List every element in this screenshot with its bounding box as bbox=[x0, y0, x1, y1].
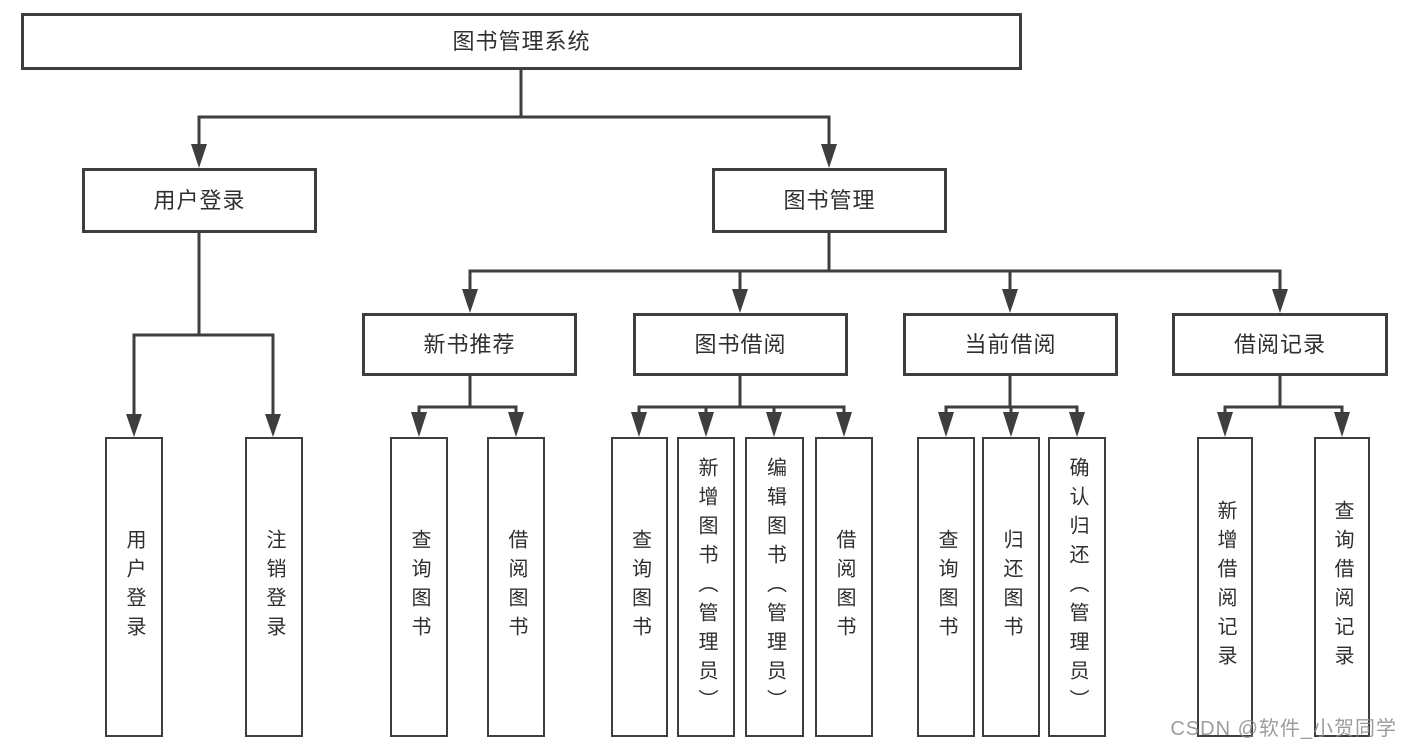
leaf-query-books-newrec-label: 查询图书 bbox=[408, 529, 430, 645]
arrow-nb-leaf1 bbox=[411, 412, 427, 437]
leaf-return-book: 归还图书 bbox=[982, 437, 1040, 737]
node-book-management-label: 图书管理 bbox=[783, 187, 876, 213]
arrow-bb-leaf1 bbox=[631, 412, 647, 437]
node-book-management: 图书管理 bbox=[712, 168, 947, 233]
arrow-br-leaf1 bbox=[1217, 412, 1233, 437]
leaf-logout-label: 注销登录 bbox=[263, 529, 285, 645]
node-new-book-recommend: 新书推荐 bbox=[362, 313, 577, 376]
leaf-query-borrow-record-label: 查询借阅记录 bbox=[1331, 500, 1353, 674]
arrow-leaf-logout bbox=[265, 414, 281, 437]
leaf-query-books-current-label: 查询图书 bbox=[935, 529, 957, 645]
arrow-user-login bbox=[191, 144, 207, 168]
node-user-login-label: 用户登录 bbox=[153, 187, 246, 213]
node-user-login: 用户登录 bbox=[82, 168, 317, 233]
leaf-borrow-books-newrec: 借阅图书 bbox=[487, 437, 545, 737]
leaf-borrow-books-borrow-label: 借阅图书 bbox=[833, 529, 855, 645]
arrow-bb-leaf4 bbox=[836, 412, 852, 437]
node-book-borrow: 图书借阅 bbox=[633, 313, 848, 376]
leaf-confirm-return-admin-label: 确认归还（管理员） bbox=[1066, 456, 1088, 718]
leaf-user-login: 用户登录 bbox=[105, 437, 163, 737]
leaf-add-borrow-record: 新增借阅记录 bbox=[1197, 437, 1253, 737]
leaf-user-login-label: 用户登录 bbox=[123, 529, 145, 645]
node-root-label: 图书管理系统 bbox=[452, 28, 591, 54]
node-book-borrow-label: 图书借阅 bbox=[694, 331, 787, 357]
node-borrow-records-label: 借阅记录 bbox=[1233, 331, 1326, 357]
arrow-nb-leaf2 bbox=[508, 412, 524, 437]
arrow-cb-leaf2 bbox=[1003, 412, 1019, 437]
arrow-cb-leaf3 bbox=[1069, 412, 1085, 437]
arrow-newbook bbox=[462, 289, 478, 313]
node-borrow-records: 借阅记录 bbox=[1172, 313, 1388, 376]
node-new-book-recommend-label: 新书推荐 bbox=[423, 331, 516, 357]
arrow-cb-leaf1 bbox=[938, 412, 954, 437]
arrow-book-mgmt bbox=[821, 144, 837, 168]
leaf-query-books-newrec: 查询图书 bbox=[390, 437, 448, 737]
node-root-library-system: 图书管理系统 bbox=[21, 13, 1022, 70]
leaf-logout: 注销登录 bbox=[245, 437, 303, 737]
leaf-add-book-admin-label: 新增图书（管理员） bbox=[695, 456, 717, 718]
node-current-borrow-label: 当前借阅 bbox=[964, 331, 1057, 357]
arrow-bb-leaf3 bbox=[766, 412, 782, 437]
arrow-currentborrow bbox=[1002, 289, 1018, 313]
leaf-edit-book-admin-label: 编辑图书（管理员） bbox=[763, 456, 786, 718]
leaf-borrow-books-borrow: 借阅图书 bbox=[815, 437, 873, 737]
arrow-borrowrecord bbox=[1272, 289, 1288, 313]
leaf-query-books-borrow: 查询图书 bbox=[611, 437, 668, 737]
leaf-add-borrow-record-label: 新增借阅记录 bbox=[1214, 500, 1236, 674]
leaf-return-book-label: 归还图书 bbox=[1000, 529, 1022, 645]
arrow-br-leaf2 bbox=[1334, 412, 1350, 437]
leaf-query-books-current: 查询图书 bbox=[917, 437, 975, 737]
arrow-bookborrow bbox=[732, 289, 748, 313]
node-current-borrow: 当前借阅 bbox=[903, 313, 1118, 376]
leaf-confirm-return-admin: 确认归还（管理员） bbox=[1048, 437, 1106, 737]
arrow-bb-leaf2 bbox=[698, 412, 714, 437]
leaf-query-borrow-record: 查询借阅记录 bbox=[1314, 437, 1370, 737]
csdn-watermark: CSDN @软件_小贺同学 bbox=[1170, 718, 1397, 740]
arrow-leaf-login bbox=[126, 414, 142, 437]
leaf-query-books-borrow-label: 查询图书 bbox=[628, 529, 651, 645]
leaf-edit-book-admin: 编辑图书（管理员） bbox=[745, 437, 804, 737]
leaf-add-book-admin: 新增图书（管理员） bbox=[677, 437, 735, 737]
leaf-borrow-books-newrec-label: 借阅图书 bbox=[505, 529, 527, 645]
